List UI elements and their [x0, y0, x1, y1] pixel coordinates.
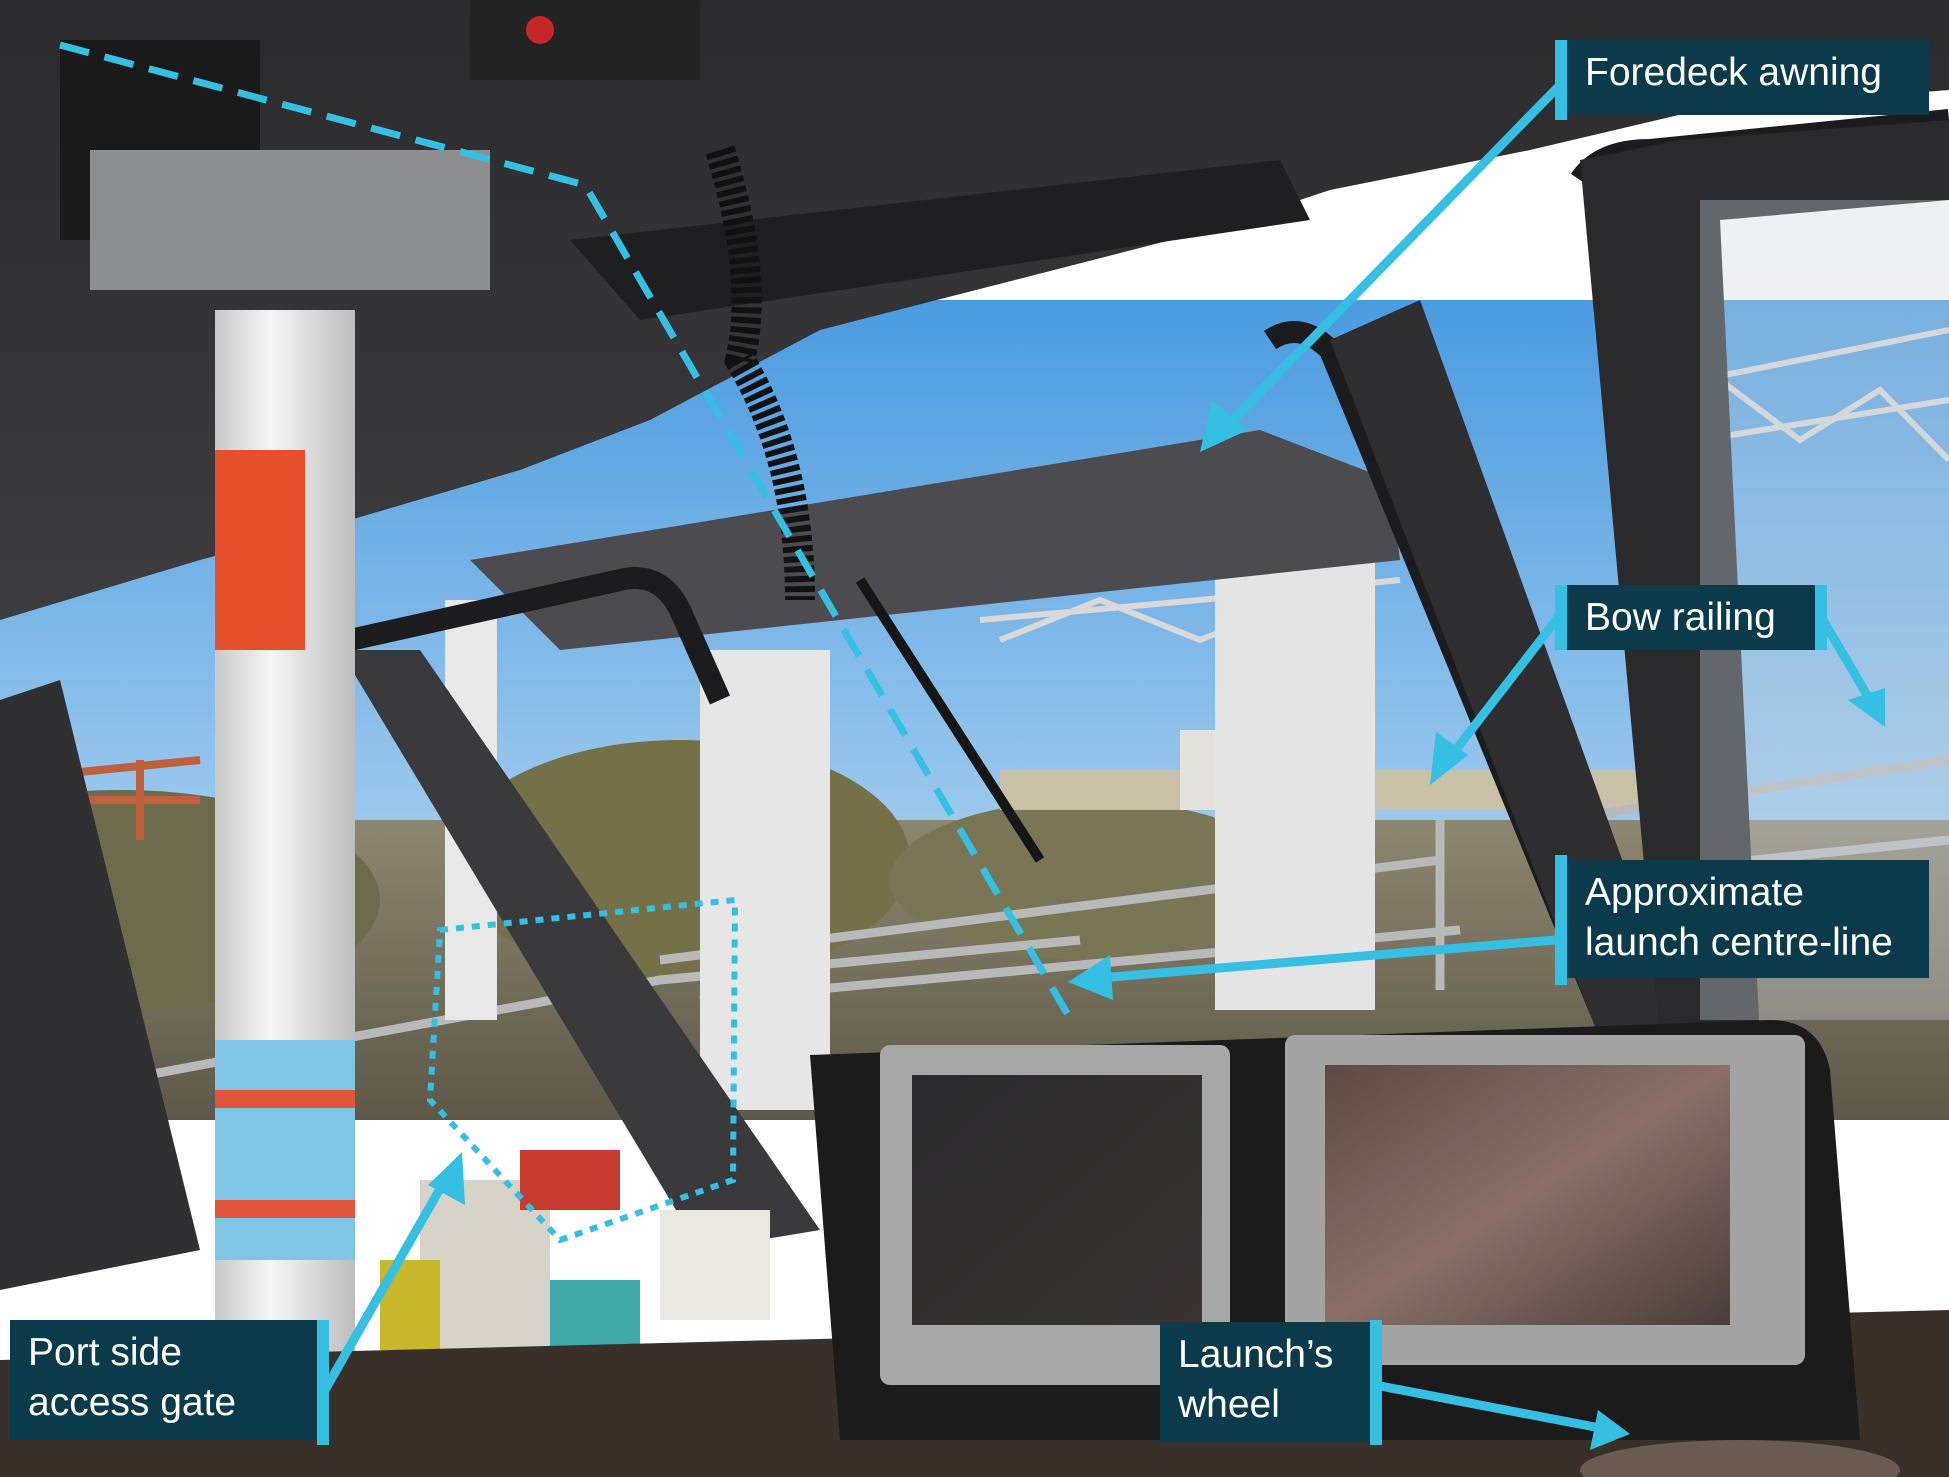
- steering-wheel: [1580, 1440, 1900, 1477]
- label-launch-wheel: Launch’s wheel: [1160, 1322, 1370, 1442]
- deck-item-red-box: [520, 1150, 620, 1210]
- rust-structure: [0, 756, 201, 840]
- deck-item-teal-box: [550, 1280, 640, 1350]
- a-pillar-right: [1330, 300, 1680, 1040]
- port-gate-outline-dotted: [426, 896, 739, 1244]
- pole-red-band-2: [215, 1200, 355, 1218]
- pole-red-band-1: [215, 1090, 355, 1108]
- label-centre-line-text-1: Approximate: [1585, 871, 1804, 914]
- display-left: [912, 1075, 1202, 1325]
- bow-column-right: [1215, 530, 1375, 1010]
- coiled-cable: [705, 145, 815, 601]
- label-launch-wheel-text-1: Launch’s: [1178, 1333, 1334, 1376]
- overhead-red-button: [526, 16, 554, 44]
- display-right: [1325, 1065, 1730, 1325]
- label-bow-railing: Bow railing: [1567, 585, 1815, 650]
- label-port-side-gate-text-2: access gate: [28, 1381, 237, 1424]
- label-foredeck-awning-text: Foredeck awning: [1585, 51, 1882, 94]
- label-centre-line-text-2: launch centre-line: [1585, 921, 1893, 964]
- right-window-frame: [1580, 120, 1949, 1040]
- pole-red-sticker: [215, 450, 305, 650]
- annotation-arrows: [321, 81, 1885, 1450]
- label-port-side-gate: Port side access gate: [10, 1320, 317, 1440]
- label-launch-wheel-text-2: wheel: [1178, 1383, 1280, 1426]
- label-tick-bars: [317, 40, 1827, 1445]
- overhead-mount: [90, 150, 490, 290]
- pole-blue-sticker: [215, 1040, 355, 1260]
- bow-column-centre: [700, 650, 830, 1110]
- label-foredeck-awning: Foredeck awning: [1567, 40, 1929, 115]
- label-port-side-gate-text-1: Port side: [28, 1331, 182, 1374]
- deck-item-bag: [660, 1210, 770, 1320]
- wiper-arm: [855, 577, 1045, 863]
- overhead-unit: [470, 0, 700, 80]
- label-bow-railing-text: Bow railing: [1585, 596, 1776, 639]
- left-window-frame: [0, 680, 200, 1290]
- foredeck-awning: [470, 430, 1400, 650]
- a-pillar-left: [340, 650, 820, 1250]
- label-centre-line: Approximate launch centre-line: [1567, 860, 1929, 978]
